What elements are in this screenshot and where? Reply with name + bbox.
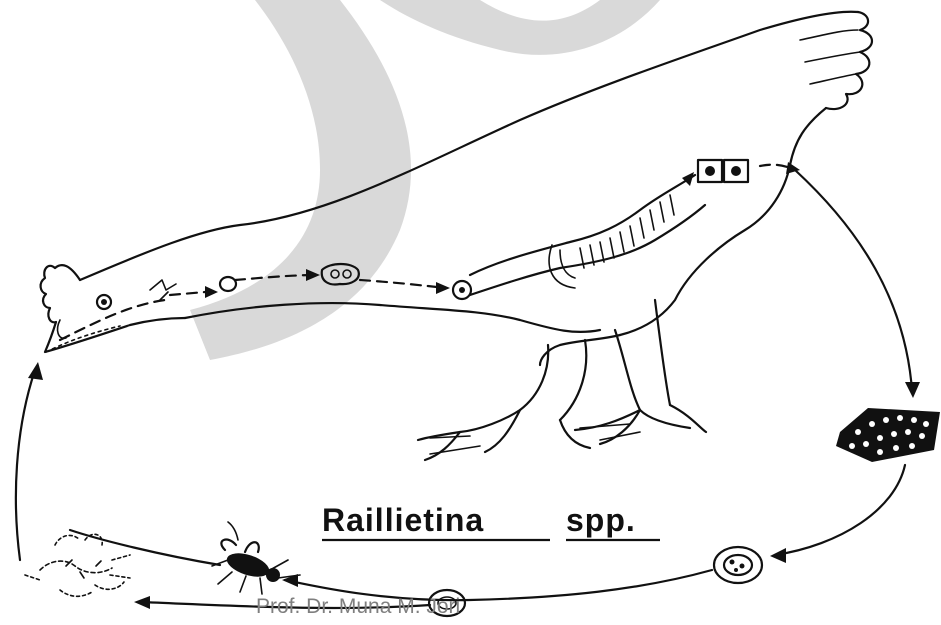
egg-large: [714, 547, 762, 583]
author-credit: Prof. Dr. Muna M. Jori: [256, 595, 460, 618]
segment-ticks: [580, 195, 674, 268]
arrow-to-egg: [770, 548, 786, 563]
arrow-to-beak: [28, 362, 43, 380]
arrow-to-ant: [134, 596, 150, 609]
diagram-title: Raillietina spp.: [322, 502, 660, 540]
life-cycle-loop: [16, 170, 920, 609]
watermark-swoosh: [190, 0, 411, 360]
title-genus: Raillietina: [322, 502, 484, 538]
feces-with-eggs: [836, 408, 940, 462]
title-species: spp.: [566, 502, 636, 538]
ingestion-path: [60, 162, 800, 340]
arrow-down-right: [905, 382, 920, 398]
intestine-illustration: [453, 160, 748, 299]
insect-host: [212, 522, 300, 594]
chicken-illustration: [41, 12, 872, 460]
watermark-arc: [380, 0, 660, 55]
